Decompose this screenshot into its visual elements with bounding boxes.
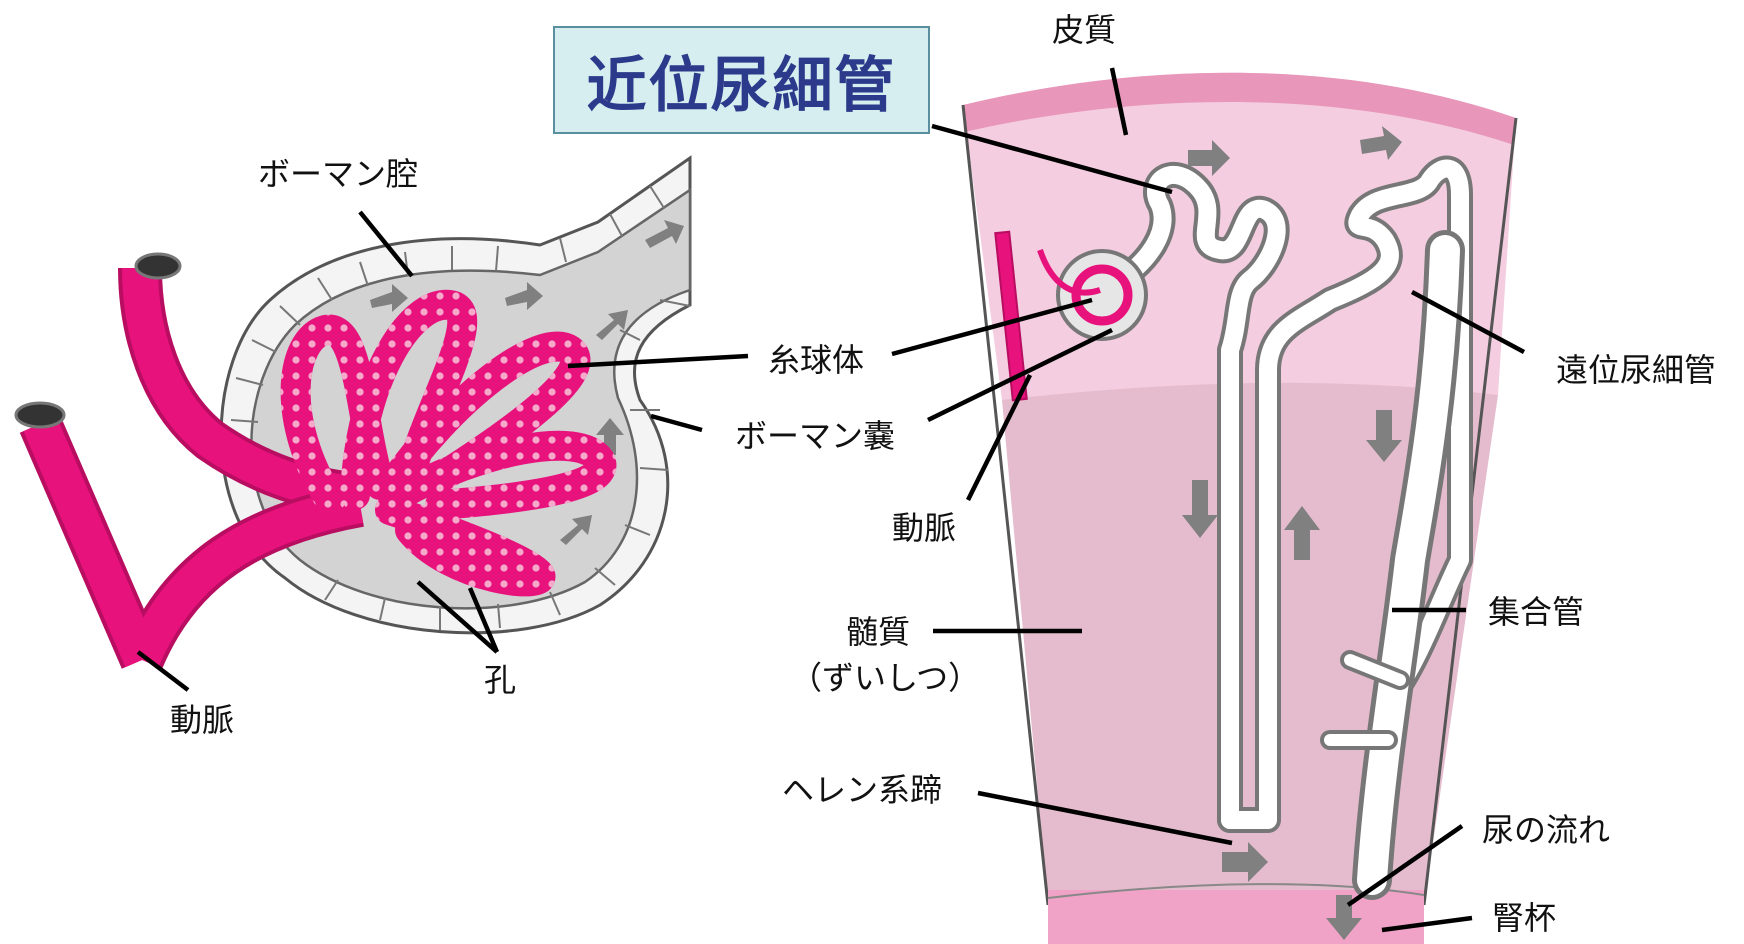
label-distal-tubule: 遠位尿細管 [1556, 354, 1716, 386]
label-loop-of-henle: ヘレン系蹄 [782, 774, 942, 806]
label-artery-left: 動脈 [170, 704, 234, 736]
label-cortex: 皮質 [1052, 14, 1116, 46]
label-bowman-space: ボーマン腔 [258, 158, 418, 190]
label-medulla: 髄質 [846, 616, 910, 648]
title-box: 近位尿細管 [553, 26, 930, 134]
artery-opening-upper [136, 254, 180, 278]
label-glomerulus: 糸球体 [768, 344, 864, 376]
label-artery-right: 動脈 [892, 512, 956, 544]
label-bowman-capsule: ボーマン嚢 [735, 420, 895, 452]
diagram-title: 近位尿細管 [587, 37, 897, 124]
label-calyx: 腎杯 [1492, 902, 1556, 934]
bowman-capsule-illustration [16, 158, 690, 660]
label-collecting-duct: 集合管 [1488, 596, 1584, 628]
label-urine-flow: 尿の流れ [1482, 814, 1610, 846]
artery-opening-lower [16, 403, 64, 427]
label-medulla-reading: （ずいしつ） [790, 662, 980, 694]
label-pores: 孔 [484, 664, 516, 696]
kidney-section-illustration [963, 73, 1516, 944]
